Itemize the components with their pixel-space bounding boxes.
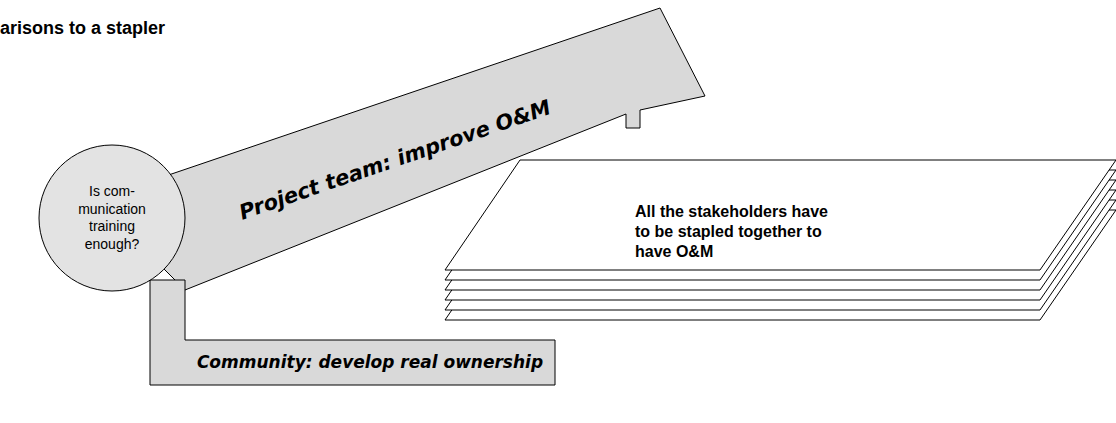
paper-stack: All the stakeholders have to be stapled … <box>440 150 1116 325</box>
outline-shape <box>150 280 555 385</box>
stapler-upper-arm: Project team: improve O&M <box>80 0 720 310</box>
node-outline <box>140 275 560 390</box>
outline-shape <box>39 145 185 291</box>
paper-sheet <box>445 160 1116 270</box>
question-circle: Is com- munication training enough? <box>38 144 186 292</box>
node-text: All the stakeholders have to be stapled … <box>635 202 840 262</box>
stapler-base: Community: develop real ownership <box>140 275 560 390</box>
node-text: Is com- munication training enough? <box>72 144 152 292</box>
node-text: Community: develop real ownership <box>185 340 555 385</box>
diagram-title: arisons to a stapler <box>0 18 165 39</box>
